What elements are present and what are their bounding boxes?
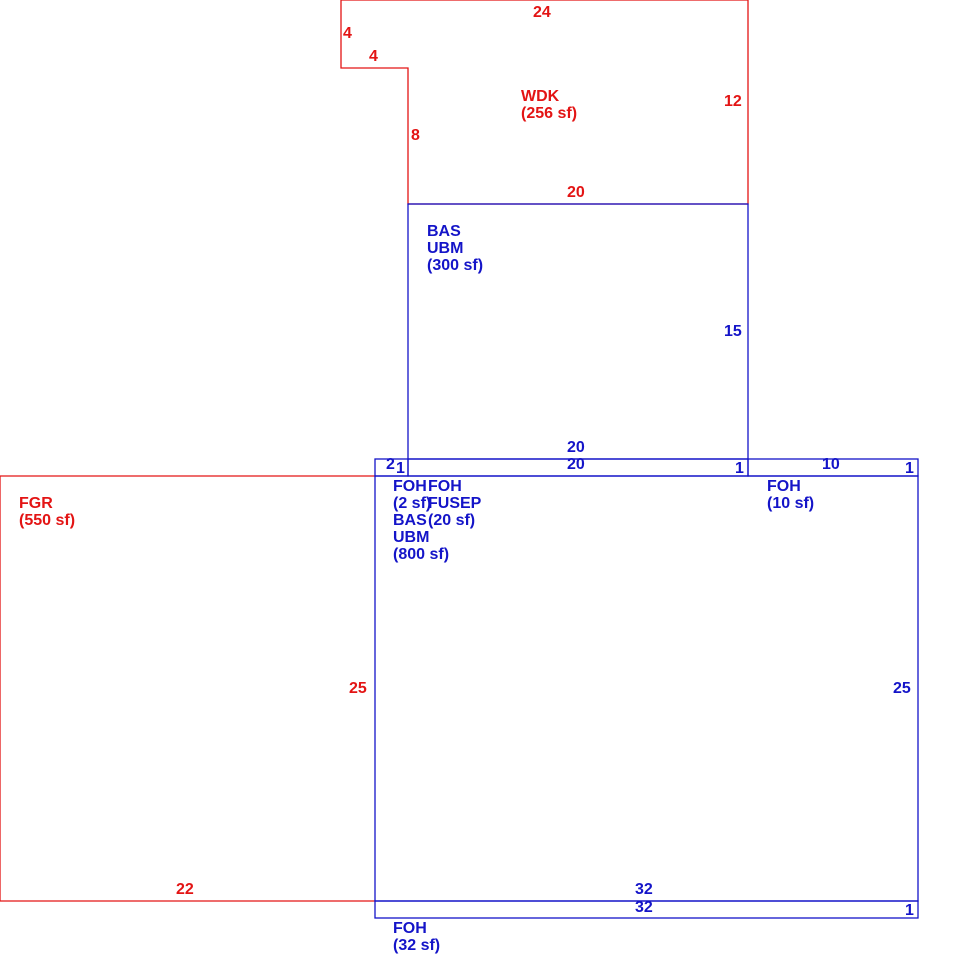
- bas-upper-sub: UBM: [427, 240, 464, 257]
- dim-wdk-right: 12: [724, 93, 742, 110]
- wdk-size: (256 sf): [521, 105, 578, 122]
- dim-strip-left-small: 2: [386, 456, 395, 473]
- dim-foh32-right: 1: [905, 902, 914, 919]
- dim-strip-right-one: 1: [735, 460, 744, 477]
- foh-2-size: (2 sf): [393, 495, 432, 512]
- foh-fusep-size: (20 sf): [428, 512, 476, 529]
- dim-wdk-bottom: 20: [567, 184, 585, 201]
- wdk-area-label: WDK (256 sf): [521, 88, 577, 122]
- fgr-area-label: FGR (550 sf): [19, 495, 75, 529]
- bas-upper-size: (300 sf): [427, 257, 484, 274]
- foh-fusep-area-label: FOH FUSEP (20 sf): [428, 478, 481, 529]
- dim-strip-top: 20: [567, 456, 585, 473]
- bas-upper-area-label: BAS UBM (300 sf): [427, 223, 483, 274]
- dim-fgr-right: 25: [349, 680, 367, 697]
- dim-foh10-top: 10: [822, 456, 840, 473]
- foh-32-outline: [374, 900, 919, 919]
- foh-2-code: FOH: [393, 478, 427, 495]
- dim-bas-bottom: 20: [567, 439, 585, 456]
- foh-fusep-sub: FUSEP: [428, 495, 482, 512]
- foh-10-area-label: FOH (10 sf): [767, 478, 814, 512]
- fgr-size: (550 sf): [19, 512, 76, 529]
- bas-lower-sub: UBM: [393, 529, 430, 546]
- bas-lower-code: BAS: [393, 512, 427, 529]
- foh-10-code: FOH: [767, 478, 801, 495]
- dim-wdk-step: 4: [369, 48, 378, 65]
- foh-32-code: FOH: [393, 920, 427, 937]
- foh-fusep-code: FOH: [428, 478, 462, 495]
- dim-bas-right: 15: [724, 323, 742, 340]
- bas-lower-area-label: BAS UBM (800 sf): [393, 512, 449, 563]
- bas-lower-size: (800 sf): [393, 546, 450, 563]
- bas-main-outline: [374, 475, 919, 902]
- dim-main-right: 25: [893, 680, 911, 697]
- dim-main-bottom: 32: [635, 881, 653, 898]
- wdk-code: WDK: [521, 88, 560, 105]
- dim-strip-left-one: 1: [396, 460, 405, 477]
- dim-wdk-left-lower: 8: [411, 127, 420, 144]
- foh-32-size: (32 sf): [393, 937, 441, 954]
- fgr-outline: [0, 475, 375, 902]
- dim-fgr-bottom: 22: [176, 881, 194, 898]
- dim-foh32-bottom: 32: [635, 899, 653, 916]
- foh-32-area-label: FOH (32 sf): [393, 920, 440, 954]
- dim-wdk-top: 24: [533, 4, 551, 21]
- dim-wdk-left-upper: 4: [343, 25, 352, 42]
- foh-10-size: (10 sf): [767, 495, 815, 512]
- dim-foh10-right: 1: [905, 460, 914, 477]
- bas-upper-code: BAS: [427, 223, 461, 240]
- fgr-code: FGR: [19, 495, 53, 512]
- foh-2-area-label: FOH (2 sf): [393, 478, 431, 512]
